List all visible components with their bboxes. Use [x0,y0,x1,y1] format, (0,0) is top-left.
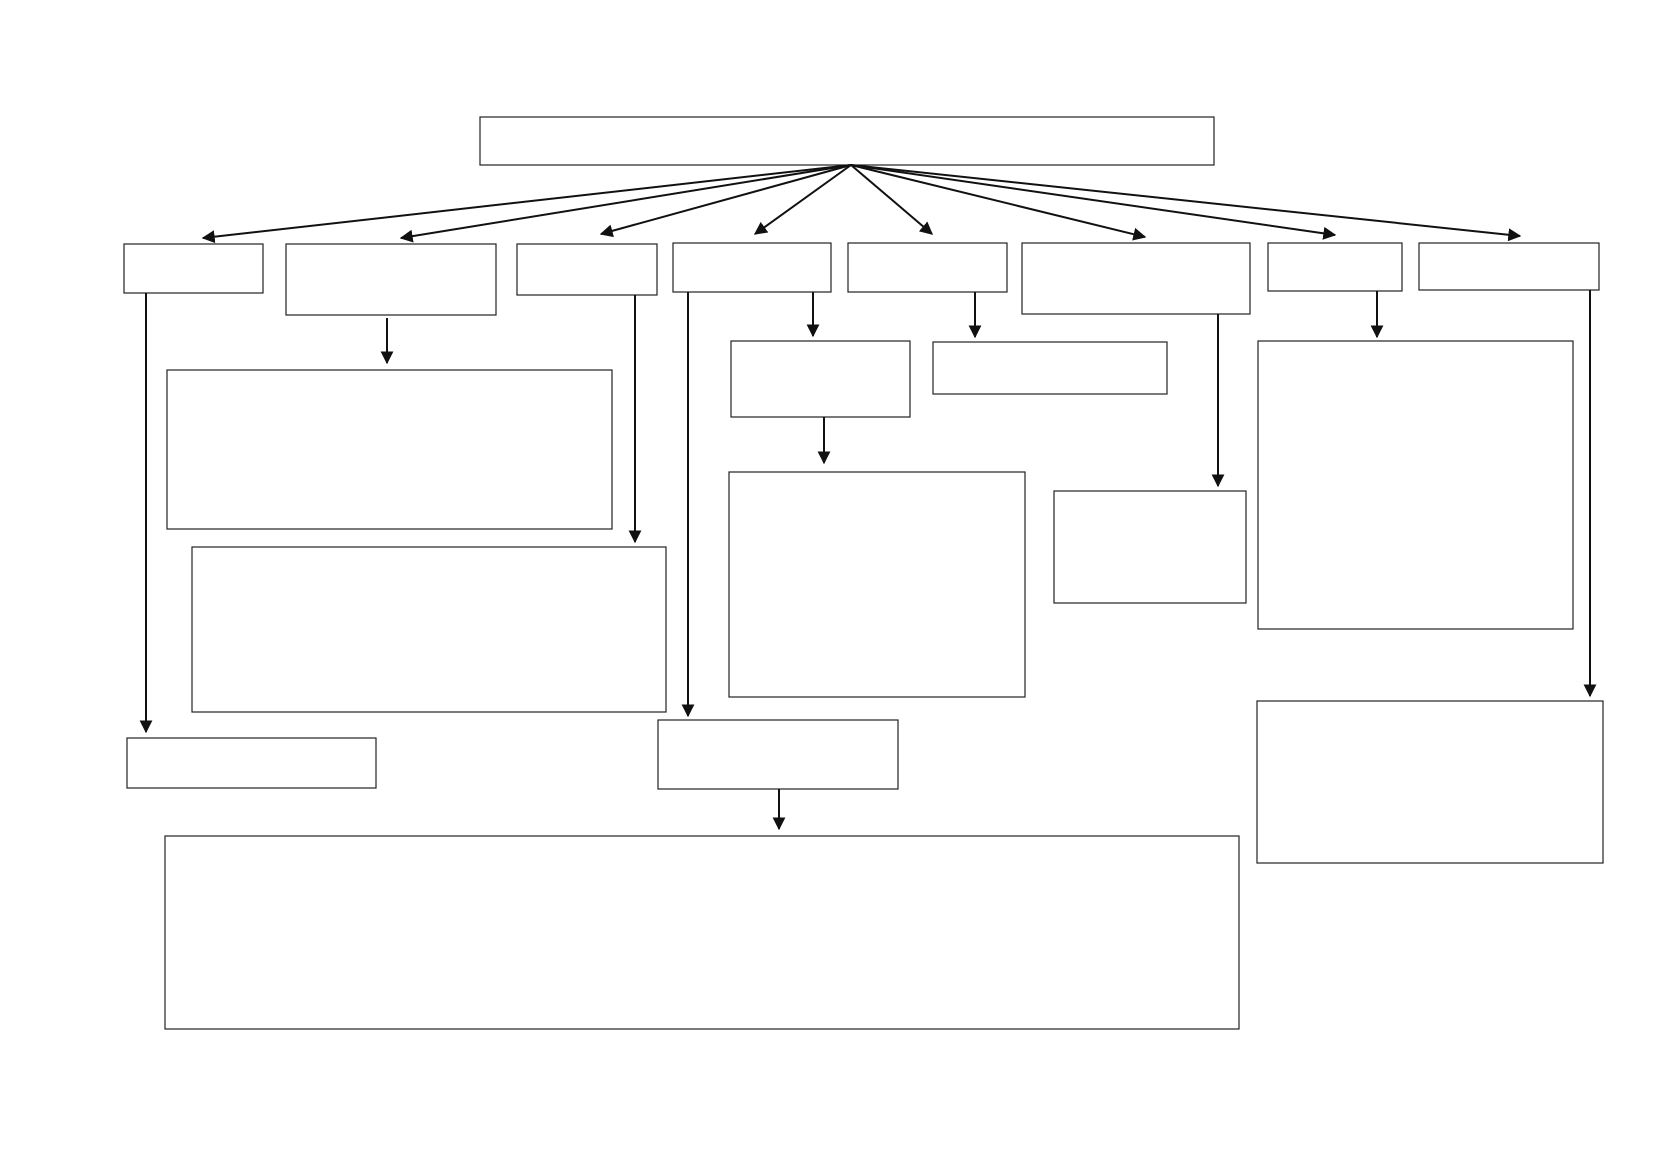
node-box [123,243,264,294]
arrow-root-to-c1 [201,164,852,244]
node-box [1021,242,1251,315]
node-c6-child [1053,490,1247,604]
node-c4-child-b [657,719,899,790]
node-c4-child-b-child [164,835,1240,1030]
node-c8 [1418,242,1600,291]
node-box [516,243,658,296]
node-box [672,242,832,293]
node-c3-child [191,546,667,713]
node-box [1256,700,1604,864]
arrow-root-to-c8 [850,164,1522,242]
node-c7-child [1257,340,1574,630]
node-box [1257,340,1574,630]
node-c5-child [932,341,1168,395]
node-c4-child-a [730,340,911,418]
node-box [1267,242,1403,292]
node-box [191,546,667,713]
arrow-root-to-c4 [753,164,852,235]
arrow-root-to-c7 [850,164,1337,240]
arrow-root-to-c2 [399,164,852,243]
arrow-root-to-c6 [850,164,1147,241]
node-box [1418,242,1600,291]
arrow-root-to-c3 [599,164,852,238]
node-c4 [672,242,832,293]
arrow-root-to-c5 [850,164,933,235]
node-c2-child [166,369,613,530]
node-box [847,242,1008,293]
node-box [166,369,613,530]
node-box [1053,490,1247,604]
node-root [479,116,1215,166]
node-c7 [1267,242,1403,292]
node-c8-child [1256,700,1604,864]
node-c4-child-a-child [728,471,1026,698]
node-box [657,719,899,790]
node-box [932,341,1168,395]
node-box [730,340,911,418]
node-box [728,471,1026,698]
node-box [479,116,1215,166]
node-c1-child [126,737,377,789]
node-box [126,737,377,789]
node-c3 [516,243,658,296]
node-c1 [123,243,264,294]
node-c5 [847,242,1008,293]
node-box [285,243,497,316]
node-c6 [1021,242,1251,315]
node-box [164,835,1240,1030]
node-c2 [285,243,497,316]
